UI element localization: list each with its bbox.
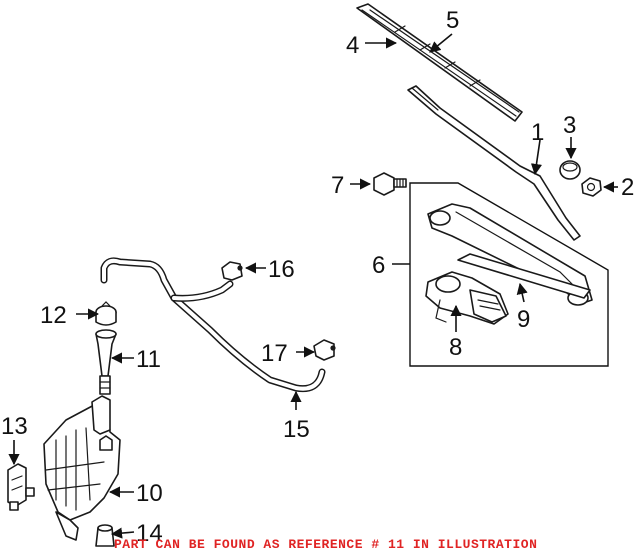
- pump-grommet: [95, 524, 115, 547]
- washer-nozzle-upper: [221, 261, 243, 281]
- callout-5: 5: [446, 7, 459, 34]
- reference-notice: PART CAN BE FOUND AS REFERENCE # 11 IN I…: [114, 537, 537, 552]
- washer-nozzle-lower: [313, 339, 336, 361]
- washer-pump: [7, 463, 35, 511]
- callout-17: 17: [261, 340, 288, 367]
- callout-11: 11: [136, 346, 161, 373]
- callout-3: 3: [563, 112, 576, 139]
- wiper-linkage: [427, 203, 593, 306]
- washer-hose: [100, 257, 326, 393]
- callout-14: 14: [136, 520, 163, 547]
- callout-4: 4: [346, 32, 359, 59]
- callout-1: 1: [531, 119, 544, 146]
- wiper-arm: [407, 85, 581, 241]
- callout-15: 15: [283, 416, 310, 443]
- wiper-blade: [356, 3, 523, 122]
- arm-cap: [559, 160, 581, 180]
- callout-7: 7: [331, 172, 344, 199]
- washer-reservoir: [43, 395, 121, 541]
- filler-neck: [95, 329, 117, 395]
- wiper-motor: [425, 271, 509, 325]
- leader-lines: [8, 33, 618, 539]
- callout-8: 8: [449, 334, 462, 361]
- filler-cap: [95, 301, 117, 326]
- callout-13: 13: [1, 413, 28, 440]
- callout-16: 16: [268, 256, 295, 283]
- linkage-group-bracket: [409, 182, 609, 367]
- callout-2: 2: [621, 174, 634, 201]
- callout-6: 6: [372, 252, 385, 279]
- callout-10: 10: [136, 480, 163, 507]
- callout-9: 9: [517, 306, 530, 333]
- bolt: [373, 172, 407, 196]
- callout-12: 12: [40, 302, 67, 329]
- nut: [581, 177, 602, 197]
